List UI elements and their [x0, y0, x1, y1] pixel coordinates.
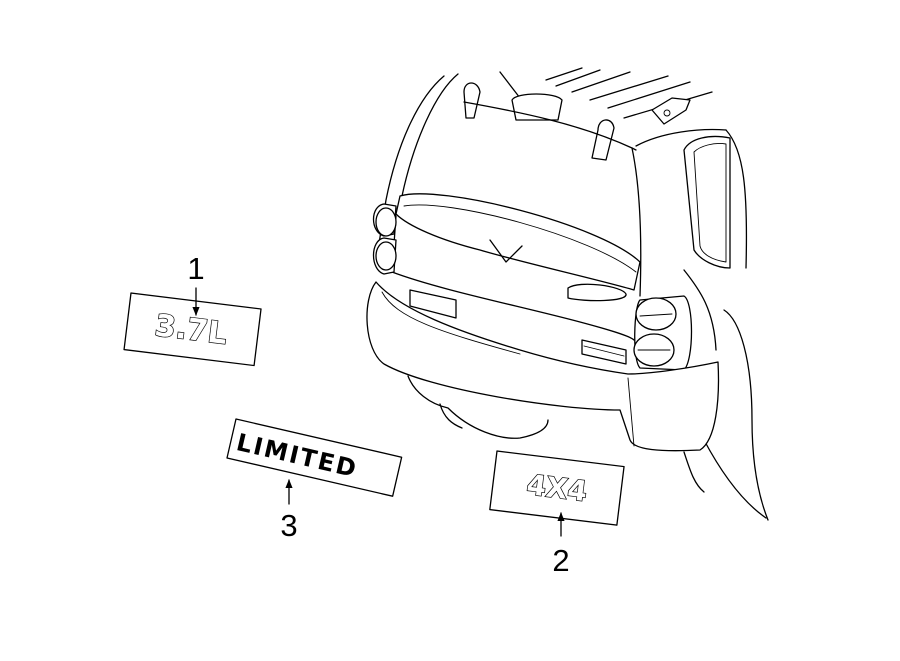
callout-3: 3 [280, 508, 297, 543]
rack-stanchion-mid [591, 119, 615, 161]
liftgate-handle [567, 283, 627, 302]
tail-lamp-right [633, 295, 693, 371]
vehicle-rear-illustration [366, 67, 769, 521]
badge-mount-right [581, 339, 627, 365]
badge-4x4-text: 4X4 [525, 468, 589, 508]
badge-3-7l: 3.7L [123, 292, 262, 367]
rack-stanchion-right [651, 97, 691, 125]
tail-lamp-left [372, 203, 397, 275]
liftgate-upper-trim [395, 193, 641, 291]
badge-4x4: 4X4 [489, 450, 625, 526]
badge-3-7l-text: 3.7L [153, 308, 229, 352]
callout-2: 2 [552, 543, 569, 578]
badge-limited-plate [226, 418, 403, 497]
badge-4x4-plate [489, 450, 625, 526]
badge-limited: LIMITED [226, 418, 403, 497]
callout-1: 1 [187, 251, 204, 286]
plate-recess-left [409, 289, 457, 319]
rack-stanchion-left [463, 82, 481, 119]
